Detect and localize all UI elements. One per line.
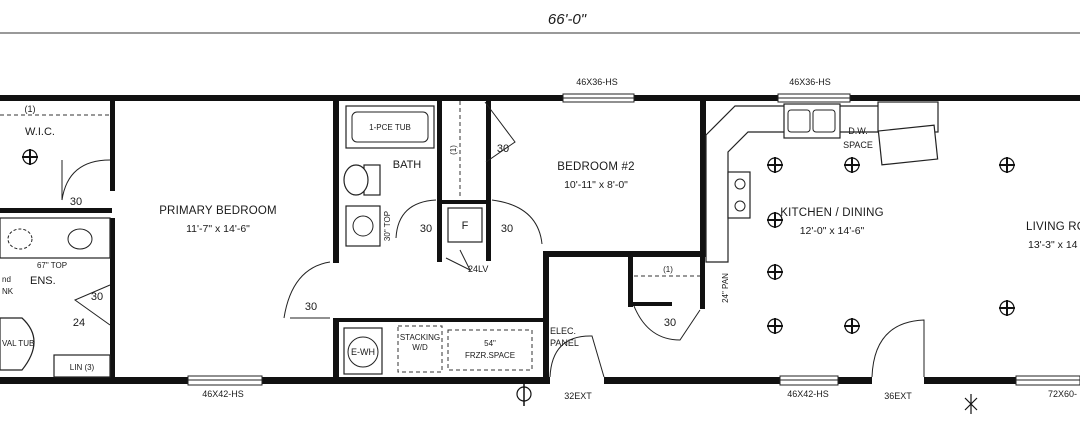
ensuite-vanity: [0, 217, 111, 259]
bath-top-label: 30" TOP: [383, 211, 392, 241]
toilet: [343, 164, 381, 196]
wic-label: W.I.C.: [25, 126, 55, 138]
vanity-top-label: 67" TOP: [37, 261, 67, 270]
window-label-4: 46X42-HS: [787, 389, 829, 399]
oval-tub-label: VAL TUB: [2, 339, 34, 348]
furnace-label: F: [462, 220, 469, 232]
elec-panel-label-a: ELEC.: [550, 326, 576, 336]
door-label-ext2: 36EXT: [884, 391, 912, 401]
door-label-8: 24: [73, 317, 85, 329]
freezer-label-a: 54": [484, 339, 496, 348]
linen-label: LIN (3): [70, 363, 95, 372]
freezer-label-b: FRZR.SPACE: [465, 351, 515, 360]
window-label-3: 46X42-HS: [202, 389, 244, 399]
dw-label-a: D.W.: [848, 126, 868, 136]
windows: [187, 93, 1080, 386]
door-label-2: 30: [305, 301, 317, 313]
oval-tub: [0, 317, 35, 371]
bath-label: BATH: [393, 159, 422, 171]
bedroom-2-name: BEDROOM #2: [557, 161, 634, 173]
light-icon: [767, 318, 783, 334]
exterior-light-icon: [516, 384, 532, 406]
light-icon: [767, 212, 783, 228]
overall-dimension: 66'-0": [548, 11, 587, 28]
door-label-ext1: 32EXT: [564, 391, 592, 401]
shelf-label-2: (1): [449, 145, 458, 155]
light-icon: [767, 157, 783, 173]
kitchen-dining-name: KITCHEN / DINING: [780, 207, 884, 219]
light-icon: [844, 318, 860, 334]
elec-panel-label-b: PANEL: [550, 338, 579, 348]
window-2: [777, 93, 851, 103]
bath-vanity: [345, 205, 381, 247]
light-icon: [999, 157, 1015, 173]
water-heater-label: E-WH: [351, 347, 375, 357]
linen-closet: [53, 354, 111, 378]
window-4: [779, 375, 839, 386]
ensuite-label: ENS.: [30, 275, 56, 287]
window-label-5: 72X60-: [1048, 389, 1077, 399]
bathtub: [345, 105, 435, 149]
window-1: [562, 93, 635, 103]
sink-label-b: NK: [2, 287, 14, 296]
dw-label-b: SPACE: [843, 140, 873, 150]
kitchen-dining-size: 12'-0" x 14'-6": [800, 225, 865, 237]
exterior-walls: [0, 95, 1080, 384]
window-label-2: 46X36-HS: [789, 77, 831, 87]
furnace: [447, 207, 483, 243]
light-icon: [22, 149, 38, 165]
stacking-washer-dryer: [397, 325, 443, 373]
door-label-3: 30: [420, 223, 432, 235]
stacking-label-b: W/D: [412, 343, 428, 352]
lv-label: 24LV: [468, 264, 488, 274]
door-label-5: 30: [497, 143, 509, 155]
door-label-1: 30: [70, 196, 82, 208]
door-swings: [61, 101, 925, 378]
primary-bedroom-name: PRIMARY BEDROOM: [159, 205, 277, 217]
tub-label: 1-PCE TUB: [369, 123, 411, 132]
primary-bedroom-size: 11'-7" x 14'-6": [186, 223, 250, 235]
window-5: [1015, 375, 1080, 386]
living-room-size: 13'-3" x 14: [1028, 239, 1078, 251]
bedroom-2-size: 10'-11" x 8'-0": [564, 179, 628, 191]
pan-label: 24" PAN: [721, 273, 730, 303]
light-icon: [767, 264, 783, 280]
ceiling-lights: [22, 149, 1015, 334]
water-heater: [343, 327, 383, 375]
shelf-label-3: (1): [663, 265, 673, 274]
hose-bib-icon: [964, 394, 978, 414]
freezer-space: [447, 329, 533, 371]
door-label-4: 30: [501, 223, 513, 235]
light-icon: [844, 157, 860, 173]
kitchen-counters: [705, 101, 939, 263]
window-label-1: 46X36-HS: [576, 77, 618, 87]
interior-walls: [0, 101, 706, 378]
window-3: [187, 375, 263, 386]
light-icon: [999, 300, 1015, 316]
door-label-7: 30: [664, 317, 676, 329]
sink-label-a: nd: [2, 275, 11, 284]
living-room-name: LIVING RO: [1026, 221, 1080, 233]
shelf-label-1: (1): [25, 104, 36, 114]
stacking-label-a: STACKING: [400, 333, 440, 342]
door-label-6: 30: [91, 291, 103, 303]
